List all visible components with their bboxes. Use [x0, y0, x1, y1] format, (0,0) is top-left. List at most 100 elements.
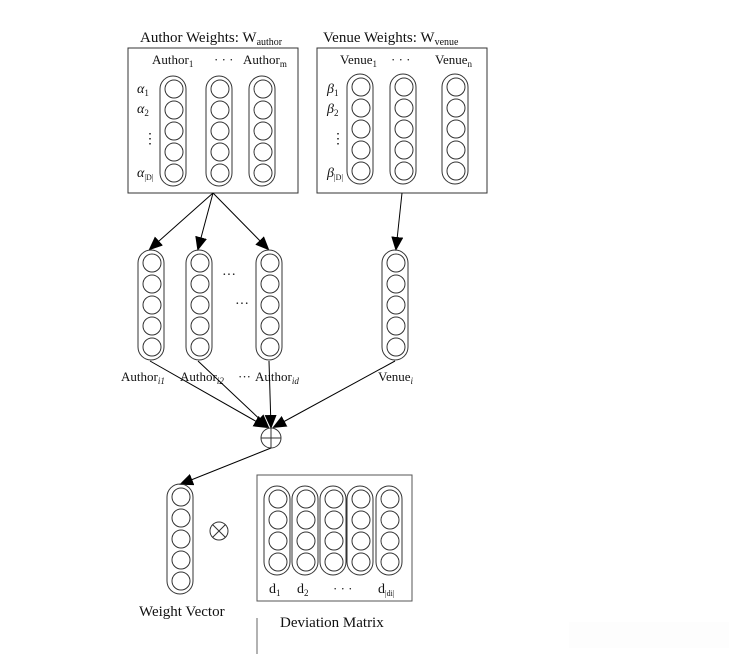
vector-capsule: [263, 485, 291, 576]
venue-i-label: Venuei: [378, 369, 414, 386]
arrow-to-author-i2: [195, 192, 214, 251]
authors-label-ellipsis: ···: [238, 369, 251, 384]
neuron-unit: [446, 161, 466, 181]
neuron-unit: [394, 77, 414, 97]
neuron-unit: [268, 552, 288, 572]
arrow-to-venue-i: [391, 192, 404, 251]
author-weights-title: Author Weights: Wauthor: [140, 30, 283, 48]
author-weight-column-2: [205, 75, 233, 187]
beta-d-label: β|D|: [326, 166, 343, 182]
author-col-label-m: Authorm: [243, 52, 287, 69]
neuron-unit: [296, 510, 316, 530]
beta-2-label: β2: [326, 102, 338, 118]
neuron-unit: [210, 163, 230, 183]
arrow-author-id-to-sum: [264, 360, 277, 429]
venue-weight-column-1: [346, 73, 374, 185]
neuron-unit: [164, 100, 184, 120]
neuron-unit: [190, 253, 210, 273]
neuron-unit: [210, 100, 230, 120]
neuron-unit: [190, 337, 210, 357]
author-id-vector: [255, 249, 283, 361]
neuron-unit: [386, 253, 406, 273]
neuron-unit: [351, 489, 371, 509]
vector-capsule: [205, 75, 233, 187]
alpha-d-label: α|D|: [137, 166, 153, 182]
neuron-unit: [394, 161, 414, 181]
arrow-to-author-i1: [148, 192, 214, 251]
neuron-unit: [351, 552, 371, 572]
weight-vector-column: [166, 483, 194, 595]
neuron-unit: [351, 119, 371, 139]
author-weight-column-1: [159, 75, 187, 187]
neuron-unit: [164, 142, 184, 162]
neuron-unit: [253, 79, 273, 99]
deviation-column-3: [319, 485, 347, 576]
selected-vectors: ··· ··· Authori1 Authori2 ··· Authorid V…: [121, 249, 414, 386]
venue-col-ellipsis: · · ·: [391, 52, 411, 67]
neuron-unit: [324, 489, 344, 509]
neuron-unit: [394, 140, 414, 160]
neuron-unit: [210, 121, 230, 141]
neuron-unit: [142, 274, 162, 294]
deviation-column-2: [291, 485, 319, 576]
neuron-unit: [260, 316, 280, 336]
neuron-unit: [380, 531, 400, 551]
vector-capsule: [441, 73, 469, 185]
neuron-unit: [446, 98, 466, 118]
neuron-unit: [260, 253, 280, 273]
author-col-ellipsis: · · ·: [214, 52, 234, 67]
neuron-unit: [446, 119, 466, 139]
arrow-sum-to-weight-vector: [179, 447, 272, 486]
neuron-unit: [394, 98, 414, 118]
authors-ellipsis-mid: ···: [235, 297, 249, 312]
deviation-matrix: d1 d2 · · · d|di| Deviation Matrix: [256, 474, 413, 631]
neuron-unit: [380, 510, 400, 530]
neuron-unit: [351, 77, 371, 97]
sum-operator: [260, 427, 282, 449]
author-weight-column-m: [248, 75, 276, 187]
vector-capsule: [375, 485, 403, 576]
vector-capsule: [291, 485, 319, 576]
neuron-unit: [380, 489, 400, 509]
deviation-matrix-box: [256, 474, 413, 602]
neuron-unit: [324, 531, 344, 551]
venue-weight-column-n: [441, 73, 469, 185]
author-i1-label: Authori1: [121, 369, 165, 386]
neuron-unit: [142, 316, 162, 336]
neuron-unit: [386, 274, 406, 294]
neuron-unit: [210, 79, 230, 99]
neuron-unit: [253, 163, 273, 183]
neuron-unit: [351, 531, 371, 551]
author-i2-vector: [185, 249, 213, 361]
author-col-label-1: Author1: [152, 52, 193, 69]
neuron-unit: [171, 571, 191, 591]
product-operator: [209, 521, 229, 541]
deviation-col-label-di: d|di|: [378, 582, 394, 598]
weight-vector: Weight Vector: [139, 483, 225, 620]
beta-1-label: β1: [326, 82, 338, 98]
venue-i-vector: [381, 249, 409, 361]
author-i1-vector: [137, 249, 165, 361]
author-weights-box: [127, 47, 299, 194]
neuron-unit: [386, 316, 406, 336]
neuron-unit: [324, 552, 344, 572]
neuron-unit: [380, 552, 400, 572]
deviation-matrix-label: Deviation Matrix: [280, 615, 384, 631]
neuron-unit: [296, 489, 316, 509]
deviation-col-label-1: d1: [269, 582, 281, 598]
neuron-unit: [268, 489, 288, 509]
vector-capsule: [389, 73, 417, 185]
beta-ellipsis: ⋮: [331, 132, 345, 147]
neuron-unit: [171, 487, 191, 507]
authors-ellipsis-top: ···: [222, 268, 236, 283]
neuron-unit: [190, 316, 210, 336]
neuron-unit: [253, 100, 273, 120]
neuron-unit: [260, 337, 280, 357]
aggregation-arrows: [149, 360, 396, 429]
neuron-unit: [386, 337, 406, 357]
faint-region: [569, 622, 729, 648]
vector-capsule: [248, 75, 276, 187]
neuron-unit: [324, 510, 344, 530]
neuron-unit: [142, 337, 162, 357]
neuron-unit: [351, 98, 371, 118]
